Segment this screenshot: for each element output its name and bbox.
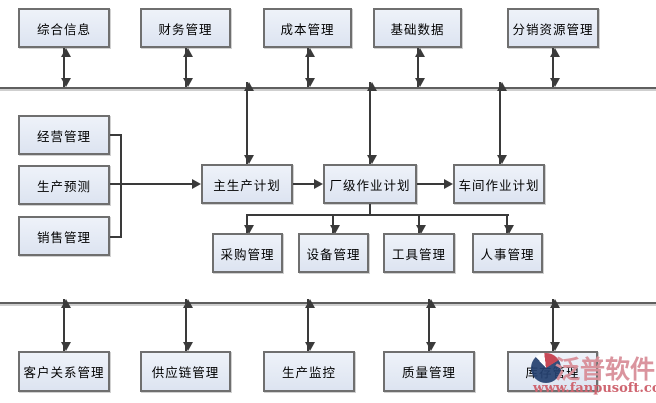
- double-arrow-connector: [550, 48, 560, 87]
- down-arrow-connector: [504, 216, 514, 234]
- double-arrow-connector: [183, 48, 193, 87]
- node-supply-chain-mgmt: 供应链管理: [140, 351, 231, 392]
- node-sales-mgmt: 销售管理: [18, 216, 110, 256]
- node-comprehensive-info: 综合信息: [18, 8, 110, 48]
- node-master-production-plan: 主生产计划: [201, 164, 293, 204]
- node-equipment-mgmt: 设备管理: [298, 233, 369, 273]
- node-customer-relationship-mgmt: 客户关系管理: [18, 351, 110, 392]
- arrow-connector: [417, 179, 453, 189]
- branch-line: [246, 214, 509, 216]
- branch-line: [369, 204, 371, 215]
- node-cost-mgmt: 成本管理: [263, 8, 352, 48]
- double-arrow-connector: [415, 48, 425, 87]
- node-workshop-operation-plan: 车间作业计划: [453, 164, 545, 204]
- down-arrow-connector: [330, 216, 340, 234]
- node-tool-mgmt: 工具管理: [383, 233, 455, 273]
- node-distribution-resource-mgmt: 分销资源管理: [507, 8, 599, 48]
- node-production-monitoring: 生产监控: [263, 351, 355, 392]
- down-arrow-connector: [244, 216, 254, 234]
- double-arrow-connector: [61, 299, 71, 351]
- double-arrow-connector: [550, 299, 560, 351]
- double-arrow-connector: [497, 82, 507, 164]
- node-quality-mgmt: 质量管理: [383, 351, 475, 392]
- node-production-forecast: 生产预测: [18, 165, 110, 205]
- node-business-mgmt: 经营管理: [18, 115, 110, 155]
- bus-line-top: [0, 87, 656, 89]
- bracket-connector: [110, 134, 122, 238]
- node-factory-operation-plan: 厂级作业计划: [323, 164, 417, 204]
- double-arrow-connector: [244, 82, 254, 164]
- watermark-brand: 泛普软件: [555, 355, 656, 384]
- node-personnel-mgmt: 人事管理: [472, 233, 543, 273]
- arrow-connector: [110, 179, 201, 189]
- watermark-url: www.fanpusoft.com: [533, 381, 656, 396]
- double-arrow-connector: [183, 299, 193, 351]
- node-procurement-mgmt: 采购管理: [212, 233, 283, 273]
- bus-line-bottom: [0, 302, 656, 304]
- double-arrow-connector: [367, 82, 377, 164]
- double-arrow-connector: [305, 48, 315, 87]
- node-financial-mgmt: 财务管理: [140, 8, 231, 48]
- double-arrow-connector: [426, 299, 436, 351]
- double-arrow-connector: [61, 48, 71, 87]
- double-arrow-connector: [305, 299, 315, 351]
- fanpu-logo-icon: [531, 353, 561, 383]
- arrow-connector: [293, 179, 323, 189]
- node-basic-data: 基础数据: [373, 8, 462, 48]
- down-arrow-connector: [416, 216, 426, 234]
